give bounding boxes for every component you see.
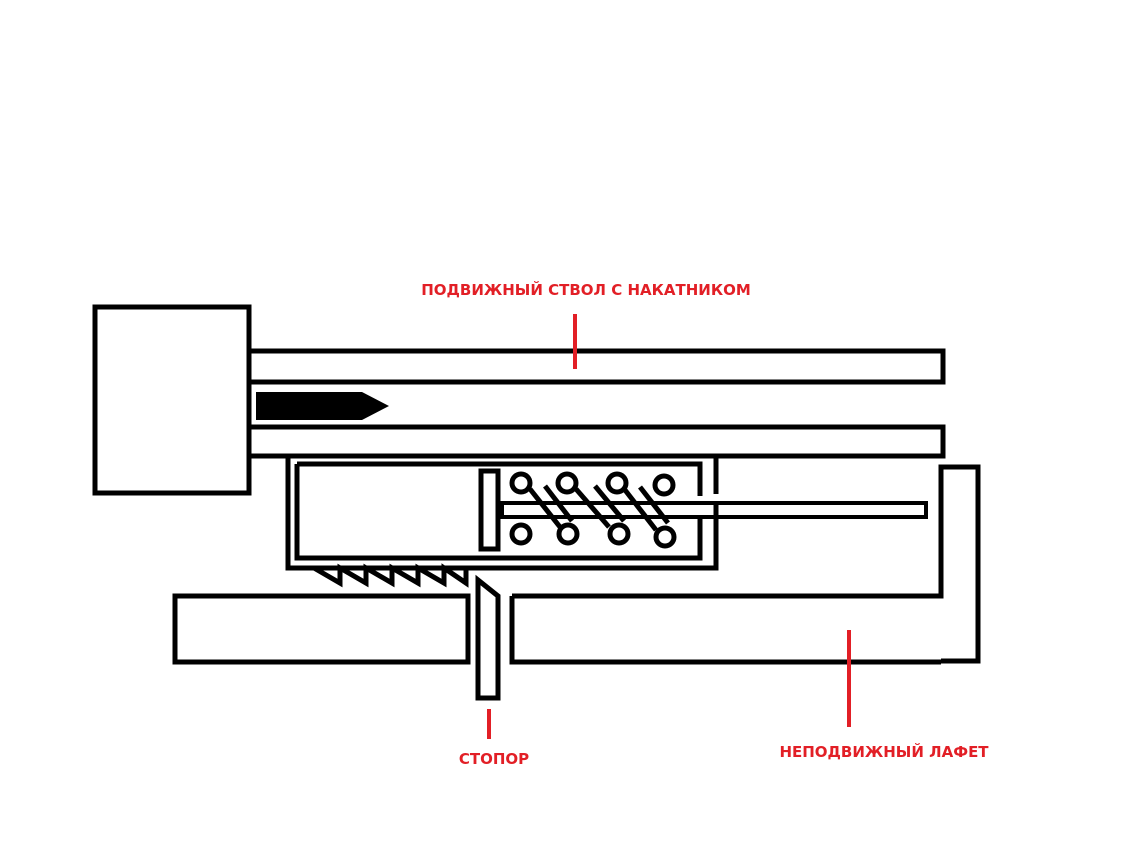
piston-head bbox=[478, 468, 501, 552]
spring-coil bbox=[509, 522, 533, 546]
spring-coil bbox=[605, 471, 629, 495]
spring-links bbox=[528, 484, 670, 532]
housing-top-right bbox=[713, 453, 943, 494]
spring-coil bbox=[607, 522, 631, 546]
recuperator-inner bbox=[294, 461, 703, 561]
barrel-lower-wall bbox=[246, 424, 946, 459]
barrel-upper-wall bbox=[246, 348, 946, 385]
label-stopper: СТОПОР bbox=[459, 750, 529, 768]
spring-coil bbox=[509, 471, 533, 495]
spring-coil bbox=[652, 473, 676, 497]
spring-coil bbox=[555, 471, 579, 495]
spring-coil bbox=[653, 525, 677, 549]
ratchet-teeth bbox=[312, 563, 469, 588]
label-barrel: ПОДВИЖНЫЙ СТВОЛ С НАКАТНИКОМ bbox=[421, 280, 751, 299]
label-carriage: НЕПОДВИЖНЫЙ ЛАФЕТ bbox=[779, 742, 989, 761]
breech-block bbox=[92, 304, 252, 496]
projectile bbox=[256, 392, 389, 420]
piston-rod bbox=[500, 501, 928, 519]
recuperator-housing bbox=[249, 453, 719, 571]
spring-coil bbox=[556, 522, 580, 546]
carriage-left-section bbox=[172, 593, 471, 665]
carriage-right-section bbox=[509, 464, 981, 665]
stopper-pawl bbox=[475, 574, 501, 701]
